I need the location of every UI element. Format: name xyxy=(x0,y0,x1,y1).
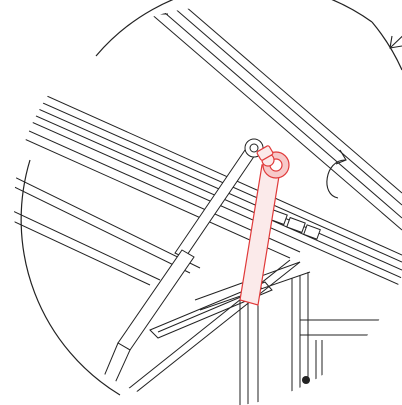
opener-arm-highlight xyxy=(239,145,290,306)
arrow-icon xyxy=(389,35,402,49)
screw xyxy=(302,376,310,384)
detail-circle xyxy=(20,0,402,396)
rotate-arrow-icon xyxy=(326,149,347,199)
lower-frame xyxy=(14,169,201,286)
roof-rafter xyxy=(134,7,402,231)
eave-beam xyxy=(14,74,402,287)
